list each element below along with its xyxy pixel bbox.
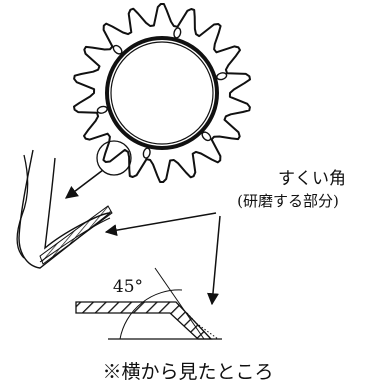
angle-ref-line: [154, 267, 205, 340]
sprocket-hole: [142, 147, 151, 159]
enlarged-tooth: [16, 149, 113, 269]
leader-arrow-to-section: [207, 215, 221, 306]
tooth-back-edge: [16, 154, 29, 259]
rake-angle-label: すくい角: [278, 169, 346, 189]
angle-arc: [119, 289, 183, 340]
ground-bevel-dotted-2: [186, 312, 212, 340]
sprocket-hole: [173, 27, 182, 39]
sprocket-hole: [96, 105, 108, 114]
sprocket-hub-ring-inner: [110, 41, 214, 145]
side-view-section: [75, 267, 222, 340]
detail-arrow: [64, 169, 104, 199]
sprocket-hole: [216, 72, 228, 81]
ground-bevel-dotted: [195, 322, 219, 340]
tooth-ground-edge: [39, 205, 113, 265]
side-view-note: ※横から見たところ: [102, 361, 273, 383]
detail-circle: [96, 140, 132, 176]
sprocket-hole: [112, 44, 123, 55]
sprocket-teeth-outline: [73, 3, 251, 183]
ground-part-label: (研磨する部分): [237, 192, 339, 210]
tooth-body: [18, 149, 113, 269]
leader-arrow-to-tooth: [104, 212, 217, 237]
sprocket-wheel: [73, 3, 251, 183]
sprocket-hub-ring-outer: [105, 36, 219, 150]
sprocket-hole: [201, 131, 212, 142]
sprocket-holes: [96, 27, 228, 159]
angle-label: 45°: [113, 277, 143, 297]
